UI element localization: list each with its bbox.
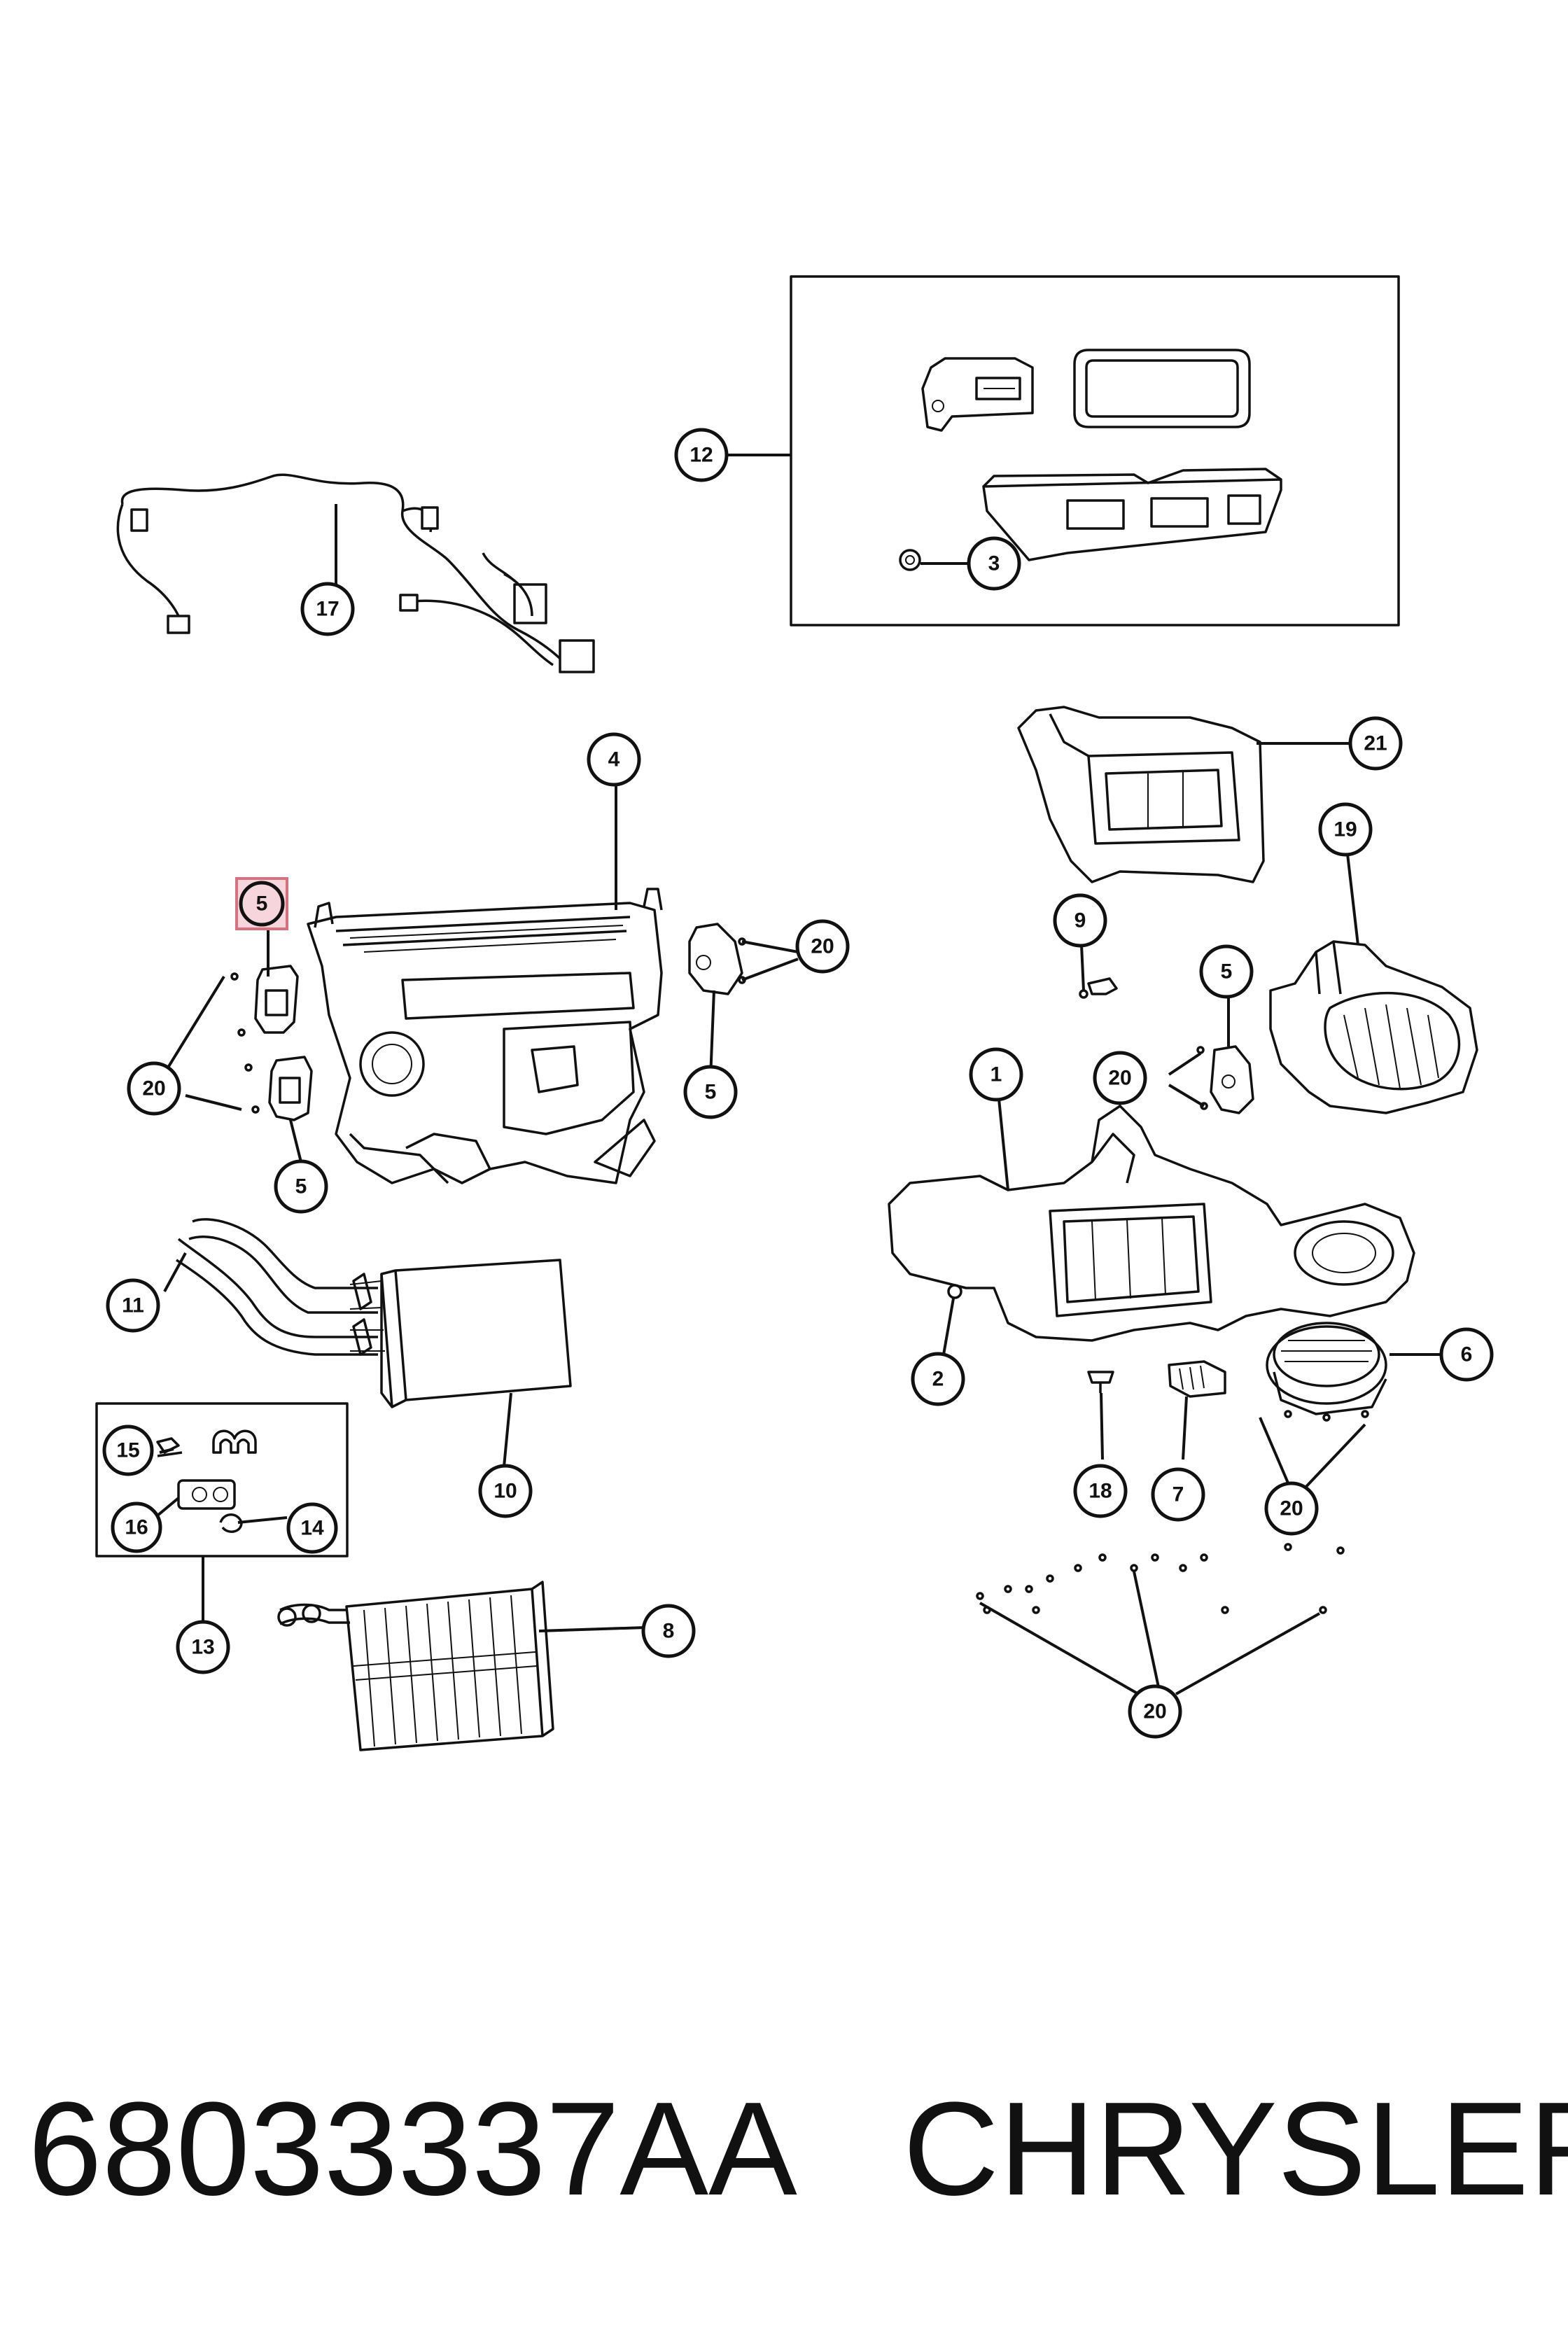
- callout-6[interactable]: 6: [1439, 1327, 1494, 1382]
- callout-9[interactable]: 9: [1053, 893, 1107, 948]
- callout-3[interactable]: 3: [967, 536, 1021, 591]
- hvac-housing-part-4: [307, 888, 663, 1184]
- callout-10[interactable]: 10: [478, 1464, 533, 1518]
- callout-14[interactable]: 14: [286, 1502, 338, 1554]
- svg-text:14: 14: [300, 1517, 324, 1540]
- svg-text:5: 5: [705, 1081, 717, 1104]
- svg-text:5: 5: [1221, 960, 1233, 983]
- callout-20-bottom[interactable]: 20: [1128, 1684, 1182, 1739]
- kit-box-12: [790, 275, 1400, 626]
- svg-text:10: 10: [493, 1480, 517, 1503]
- svg-text:20: 20: [1108, 1067, 1131, 1090]
- duct-part-21: [1017, 706, 1265, 883]
- callout-20-motor[interactable]: 20: [1264, 1481, 1319, 1536]
- callout-8[interactable]: 8: [641, 1604, 696, 1658]
- wiring-harness-part-17: [116, 473, 595, 673]
- svg-text:8: 8: [663, 1620, 675, 1643]
- part-number-label: 68033337AA: [28, 2075, 797, 2223]
- callout-17[interactable]: 17: [300, 582, 355, 636]
- callout-5-highlighted[interactable]: 5: [239, 881, 285, 927]
- callout-5-right[interactable]: 5: [1199, 944, 1254, 999]
- callout-7[interactable]: 7: [1151, 1467, 1205, 1522]
- svg-text:6: 6: [1461, 1343, 1473, 1366]
- callout-20-right[interactable]: 20: [1093, 1051, 1147, 1105]
- svg-text:13: 13: [191, 1636, 214, 1659]
- svg-text:19: 19: [1334, 818, 1357, 841]
- svg-text:3: 3: [988, 552, 1000, 575]
- heater-core-part-10: [349, 1259, 572, 1408]
- svg-text:17: 17: [316, 598, 339, 621]
- duct-seal-parts-12: [899, 349, 1282, 571]
- callout-5-left-bottom[interactable]: 5: [274, 1159, 328, 1214]
- kit-contents-part-13: [156, 1429, 257, 1533]
- resistor-part-7: [1168, 1360, 1226, 1398]
- svg-text:21: 21: [1364, 732, 1387, 755]
- kit-box-13: [95, 1402, 349, 1558]
- callout-11[interactable]: 11: [106, 1278, 160, 1333]
- callout-15[interactable]: 15: [102, 1424, 154, 1476]
- callout-18[interactable]: 18: [1073, 1464, 1128, 1518]
- svg-text:20: 20: [1280, 1497, 1303, 1520]
- evaporator-part-8: [277, 1581, 554, 1751]
- actuator-part-5-left-top: [230, 965, 299, 1037]
- grommet-part-18: [1087, 1371, 1114, 1393]
- svg-text:15: 15: [116, 1439, 139, 1462]
- callout-20-left[interactable]: 20: [127, 1061, 181, 1116]
- screws-part-20: [976, 1543, 1345, 1614]
- svg-text:5: 5: [256, 892, 268, 916]
- svg-text:2: 2: [932, 1368, 944, 1391]
- svg-text:7: 7: [1172, 1483, 1184, 1506]
- callout-12[interactable]: 12: [674, 428, 729, 482]
- brand-label: CHRYSLER: [903, 2075, 1568, 2223]
- leader-lines: [156, 454, 1442, 1699]
- svg-text:12: 12: [690, 444, 713, 467]
- callout-20-mid[interactable]: 20: [795, 919, 850, 974]
- callout-4[interactable]: 4: [587, 732, 641, 787]
- svg-text:5: 5: [295, 1175, 307, 1198]
- svg-text:1: 1: [990, 1063, 1002, 1086]
- heater-tubes-part-11: [176, 1218, 378, 1356]
- svg-text:20: 20: [142, 1077, 165, 1100]
- actuator-part-5-mid: [688, 923, 746, 995]
- callout-2[interactable]: 2: [911, 1352, 965, 1406]
- blower-cover-part-19: [1269, 940, 1478, 1114]
- svg-text:20: 20: [1143, 1700, 1166, 1723]
- svg-text:16: 16: [125, 1516, 148, 1539]
- actuator-part-5-left-bottom: [244, 1056, 313, 1121]
- svg-text:4: 4: [608, 748, 620, 771]
- callout-19[interactable]: 19: [1318, 802, 1373, 857]
- callout-16[interactable]: 16: [111, 1502, 162, 1553]
- clip-part-9: [1079, 977, 1118, 999]
- svg-text:18: 18: [1088, 1480, 1112, 1503]
- callout-13[interactable]: 13: [176, 1620, 230, 1674]
- hvac-housing-part-1: [888, 1105, 1415, 1342]
- callout-5-mid[interactable]: 5: [683, 1065, 738, 1119]
- callout-1[interactable]: 1: [969, 1047, 1023, 1102]
- callout-21[interactable]: 21: [1348, 716, 1403, 771]
- actuator-part-5-right: [1196, 1045, 1254, 1114]
- blower-motor-part-6: [1266, 1322, 1387, 1422]
- svg-text:9: 9: [1074, 909, 1086, 932]
- svg-text:20: 20: [811, 935, 834, 958]
- svg-text:11: 11: [122, 1294, 144, 1317]
